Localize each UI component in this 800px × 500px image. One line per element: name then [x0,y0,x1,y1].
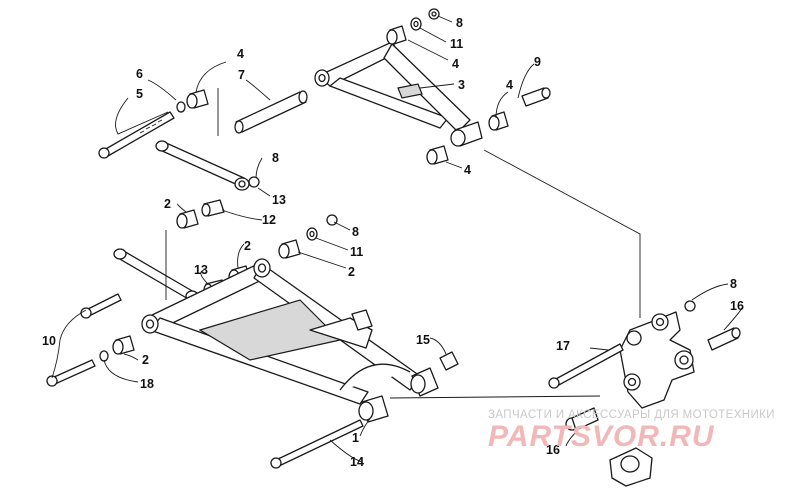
upper-washer-6 [176,101,186,113]
upper-sleeve-7 [234,90,308,134]
alignment-lines [165,88,641,399]
callout-13: 13 [272,193,286,207]
leader-lines [51,15,743,463]
callout-12: 12 [262,213,276,227]
watermark: ЗАПЧАСТИ И АКСЕССУАРЫ ДЛЯ МОТОТЕХНИКИ PA… [488,409,775,453]
bushing-2d [112,335,135,355]
upper-bushing-4c [426,145,449,165]
callout-4: 4 [452,57,459,71]
upper-pin-9 [521,87,551,107]
bushing-12 [201,199,225,217]
nut-15 [439,351,459,371]
callout-8: 8 [730,277,737,291]
callout-3: 3 [458,78,465,92]
bolt-10a [80,293,122,319]
callout-10: 10 [42,334,56,348]
nut-8c [326,214,338,226]
callout-8: 8 [352,225,359,239]
bushing-2c [278,239,301,259]
callout-labels: 8 11 4 3 9 4 4 7 6 5 4 8 13 2 12 8 11 2 … [42,16,744,469]
callout-2: 2 [244,239,251,253]
callout-11: 11 [350,245,363,259]
knuckle-pin-16a [707,327,741,351]
callout-16: 16 [730,299,744,313]
washer-18 [99,350,109,362]
watermark-logo: PARTSVOR.RU [488,420,715,453]
upper-bushing-4b [488,111,509,131]
upper-bushing-4d [186,89,209,109]
watermark-tagline: ЗАПЧАСТИ И АКСЕССУАРЫ ДЛЯ МОТОТЕХНИКИ [488,409,775,421]
bushing-2a [176,209,199,229]
knuckle-pin-16b [565,407,599,431]
knuckle-bolt-17 [548,343,624,389]
bolt-14 [270,419,364,469]
knuckle-nut-8d [684,300,696,312]
callout-14: 14 [350,455,364,469]
upper-a-arm [314,41,483,147]
callout-1: 1 [352,431,359,445]
callout-17: 17 [556,339,570,353]
steering-knuckle [609,311,695,487]
link-rod-upper [155,140,250,191]
callout-5: 5 [136,87,143,101]
callout-11: 11 [450,37,463,51]
callout-15: 15 [416,333,430,347]
callout-2: 2 [348,265,355,279]
callout-8: 8 [272,151,279,165]
upper-bolt-5 [98,111,175,159]
link-nut-8b [248,176,260,188]
callout-4: 4 [237,47,244,61]
callout-4: 4 [506,78,513,92]
callout-2: 2 [142,353,149,367]
callout-9: 9 [534,55,541,69]
callout-8: 8 [456,16,463,30]
upper-nut-8a [428,8,440,20]
washer-11b [306,227,318,241]
callout-13: 13 [194,263,208,277]
callout-7: 7 [238,68,245,82]
link-rod-lower [113,248,199,302]
callout-6: 6 [136,67,143,81]
lower-a-arm [141,258,439,423]
callout-4: 4 [464,163,471,177]
upper-washer-11a [410,17,422,31]
bolt-10b [46,359,96,387]
upper-bushing-4a [386,25,407,45]
callout-18: 18 [140,377,154,391]
callout-2: 2 [164,197,171,211]
callout-16: 16 [546,443,560,457]
